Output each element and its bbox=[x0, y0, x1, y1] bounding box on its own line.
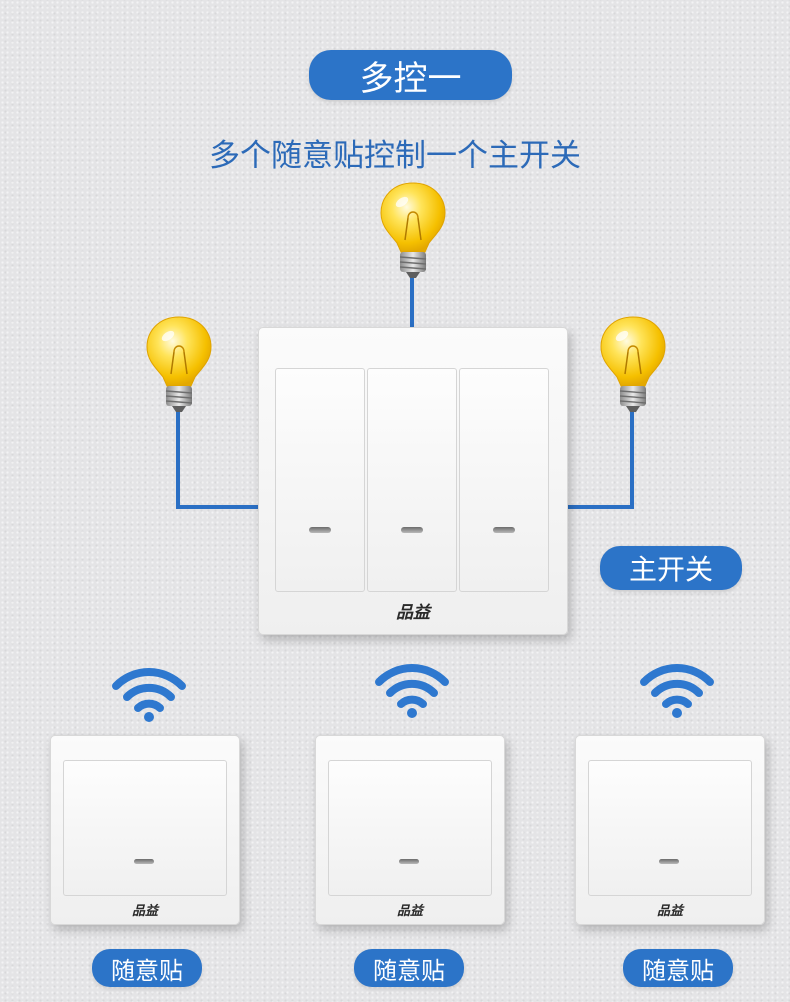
wire-left-horizontal bbox=[176, 505, 262, 509]
wire-right-horizontal bbox=[566, 505, 634, 509]
main-switch-rocker-1[interactable] bbox=[275, 368, 365, 592]
remote-switch-panel-3: 品益 bbox=[575, 735, 765, 925]
wifi-signal-icon bbox=[640, 660, 714, 720]
remote-switch-panel-1: 品益 bbox=[50, 735, 240, 925]
remote-label-2: 随意贴 bbox=[354, 949, 464, 987]
light-bulb-icon bbox=[378, 180, 448, 280]
remote-label-text: 随意贴 bbox=[111, 956, 183, 985]
light-bulb-icon bbox=[144, 314, 214, 414]
wire-right-vertical bbox=[630, 412, 634, 508]
remote-switch-panel-2: 品益 bbox=[315, 735, 505, 925]
main-switch-panel: 品益 bbox=[258, 327, 568, 635]
wifi-signal-icon bbox=[375, 660, 449, 720]
main-switch-label: 主开关 bbox=[600, 546, 742, 590]
indicator-light bbox=[401, 527, 423, 533]
indicator-light bbox=[399, 859, 419, 864]
light-bulb-icon bbox=[598, 314, 668, 414]
brand-logo: 品益 bbox=[396, 603, 430, 623]
remote-switch-rocker[interactable] bbox=[588, 760, 752, 896]
wifi-signal-icon bbox=[112, 664, 186, 724]
wire-left-vertical bbox=[176, 412, 180, 508]
remote-label-1: 随意贴 bbox=[92, 949, 202, 987]
main-switch-rocker-3[interactable] bbox=[459, 368, 549, 592]
indicator-light bbox=[659, 859, 679, 864]
title-badge: 多控一 bbox=[309, 50, 512, 100]
main-switch-rocker-2[interactable] bbox=[367, 368, 457, 592]
subtitle: 多个随意贴控制一个主开关 bbox=[209, 138, 581, 174]
brand-logo: 品益 bbox=[396, 904, 423, 919]
indicator-light bbox=[309, 527, 331, 533]
remote-switch-rocker[interactable] bbox=[63, 760, 227, 896]
remote-label-text: 随意贴 bbox=[373, 956, 445, 985]
brand-logo: 品益 bbox=[131, 904, 158, 919]
remote-label-3: 随意贴 bbox=[623, 949, 733, 987]
title-text: 多控一 bbox=[359, 58, 462, 99]
brand-logo: 品益 bbox=[656, 904, 683, 919]
indicator-light bbox=[493, 527, 515, 533]
main-switch-label-text: 主开关 bbox=[628, 553, 713, 586]
remote-label-text: 随意贴 bbox=[642, 956, 714, 985]
indicator-light bbox=[134, 859, 154, 864]
remote-switch-rocker[interactable] bbox=[328, 760, 492, 896]
wire-top bbox=[410, 278, 414, 328]
